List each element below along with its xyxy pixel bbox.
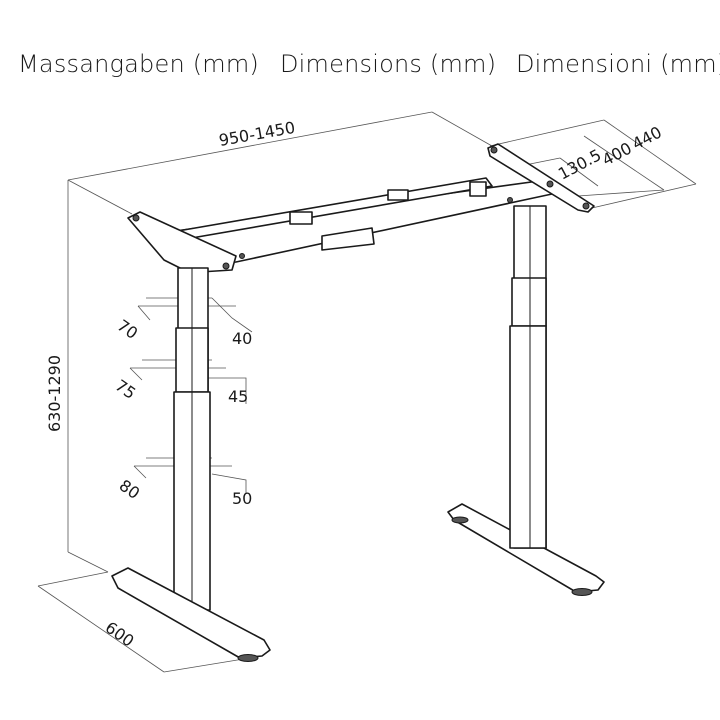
upper-tube-inner-label: 40: [232, 329, 252, 348]
right-bracket-screw-front: [582, 202, 590, 210]
left-bracket-screw-front: [222, 262, 230, 270]
depth-outer-label: 440: [629, 122, 665, 153]
offset-line-b: [559, 157, 599, 187]
right-leg: [447, 205, 605, 596]
height-extension-bottom: [67, 551, 109, 573]
depth-inner-label: 400: [599, 138, 635, 169]
height-label: 630-1290: [45, 355, 64, 432]
top-frame: [127, 143, 595, 273]
depth-440-line-top: [489, 119, 605, 147]
lower-tube-inner-label: 50: [232, 489, 252, 508]
left-leg: [111, 267, 271, 662]
left-foot-front-pad: [237, 654, 259, 662]
heading-german: Massangaben (mm): [18, 50, 259, 78]
right-column-middle: [511, 277, 547, 327]
depth-440-extension: [591, 183, 697, 209]
width-dimension-line: [67, 111, 433, 181]
beam-bracket-right: [469, 181, 487, 197]
heading-english: Dimensions (mm): [280, 50, 497, 78]
width-extension-right: [431, 111, 493, 147]
beam-bracket-center: [387, 189, 409, 201]
motor-housing: [321, 227, 375, 251]
left-foot: [111, 567, 271, 659]
upper-tube-outer-label: 70: [114, 316, 142, 343]
beam-bracket-left: [289, 211, 313, 225]
foot-length-label: 600: [102, 618, 138, 651]
depth-400-extension: [577, 189, 665, 197]
depth-440-line: [603, 119, 697, 185]
right-bracket-screw-rear: [490, 146, 498, 154]
lower-tube-outer-label: 80: [116, 476, 144, 503]
width-extension-left: [67, 179, 133, 215]
right-column-bottom: [509, 325, 547, 549]
title-row: Massangaben (mm) Dimensions (mm) Dimensi…: [0, 50, 720, 86]
beam-screw-left: [239, 253, 245, 259]
middle-tube-outer-label: 75: [112, 376, 140, 403]
bracket-offset-label: 130.5: [555, 145, 604, 183]
right-foot-front-pad: [571, 588, 593, 596]
heading-italian: Dimensioni (mm): [516, 50, 720, 78]
left-end-bracket: [127, 211, 237, 273]
beam-screw-right: [507, 197, 513, 203]
middle-tube-inner-label: 45: [228, 387, 248, 406]
right-bracket-screw-mid: [546, 180, 554, 188]
foot-extension-back: [37, 571, 109, 587]
foot-dimension-line: [37, 585, 165, 673]
depth-400-line: [583, 135, 665, 191]
left-bracket-screw-rear: [132, 214, 140, 222]
right-foot-rear-pad: [451, 516, 469, 524]
width-label: 950-1450: [217, 118, 296, 150]
right-end-bracket: [487, 143, 595, 213]
